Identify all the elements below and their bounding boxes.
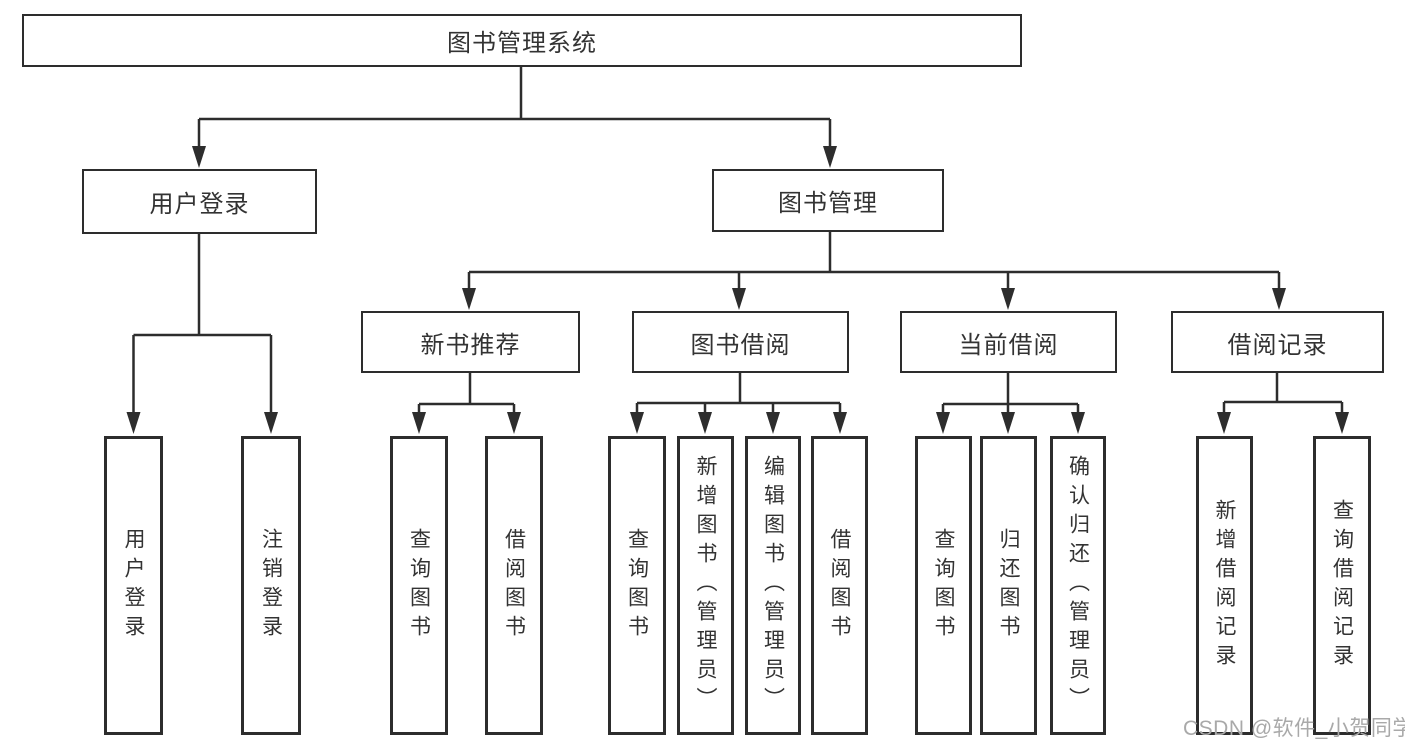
leaf-logout: 注销登录: [241, 436, 301, 735]
node-label: 新增借阅记录: [1213, 498, 1236, 673]
connector-user-login-to-leaves: [132, 234, 273, 416]
connector-book-borrow-to-leaves: [635, 373, 842, 416]
node-label: 查询图书: [932, 527, 955, 644]
leaf-nb-query-books: 查询图书: [390, 436, 448, 735]
leaf-bb-query-books: 查询图书: [608, 436, 666, 735]
node-label: 图书借阅: [690, 331, 791, 359]
leaf-cb-return-books: 归还图书: [980, 436, 1037, 735]
node-label: 查询借阅记录: [1330, 498, 1354, 673]
node-label: 查询图书: [407, 527, 431, 644]
leaf-nb-borrow-books: 借阅图书: [485, 436, 543, 735]
connector-book-management-to-level3: [467, 232, 1281, 292]
node-book-management: 图书管理: [712, 169, 944, 232]
node-label: 查询图书: [625, 527, 649, 644]
node-label: 用户登录: [149, 191, 250, 218]
leaf-cb-query-books: 查询图书: [915, 436, 972, 735]
node-label: 图书管理: [778, 190, 878, 217]
node-label: 图书管理系统: [447, 30, 597, 57]
node-user-login: 用户登录: [82, 169, 317, 234]
node-book-borrowing: 图书借阅: [632, 311, 849, 373]
node-label: 确认归还（管理员）: [1066, 455, 1090, 716]
node-label: 归还图书: [997, 527, 1020, 644]
leaf-bb-add-books-admin: 新增图书（管理员）: [677, 436, 734, 735]
node-label: 注销登录: [259, 527, 283, 644]
node-label: 当前借阅: [958, 331, 1059, 359]
node-new-book-recommend: 新书推荐: [361, 311, 580, 373]
leaf-bb-borrow-books: 借阅图书: [811, 436, 868, 735]
node-label: 新书推荐: [420, 331, 521, 359]
node-label: 借阅图书: [502, 527, 526, 644]
node-label: 借阅图书: [828, 527, 851, 644]
leaf-cb-confirm-return-admin: 确认归还（管理员）: [1050, 436, 1106, 735]
connector-borrow-records-to-leaves: [1222, 373, 1344, 416]
leaf-user-login: 用户登录: [104, 436, 163, 735]
leaf-br-add-record: 新增借阅记录: [1196, 436, 1253, 735]
arrow-heads: [126, 146, 1349, 434]
node-label: 编辑图书（管理员）: [761, 455, 785, 716]
connector-new-books-to-leaves: [417, 373, 516, 416]
node-current-borrowing: 当前借阅: [900, 311, 1117, 373]
connector-root-to-level2: [197, 67, 832, 150]
node-library-management-system: 图书管理系统: [22, 14, 1022, 67]
connector-current-borrow-to-leaves: [941, 373, 1080, 416]
node-label: 借阅记录: [1227, 331, 1328, 359]
node-borrowing-records: 借阅记录: [1171, 311, 1384, 373]
csdn-watermark: CSDN @软件_小贺同学: [1183, 717, 1405, 740]
leaf-br-query-record: 查询借阅记录: [1313, 436, 1371, 735]
node-label: 用户登录: [122, 527, 145, 644]
node-label: 新增图书（管理员）: [694, 455, 717, 716]
leaf-bb-edit-books-admin: 编辑图书（管理员）: [745, 436, 801, 735]
